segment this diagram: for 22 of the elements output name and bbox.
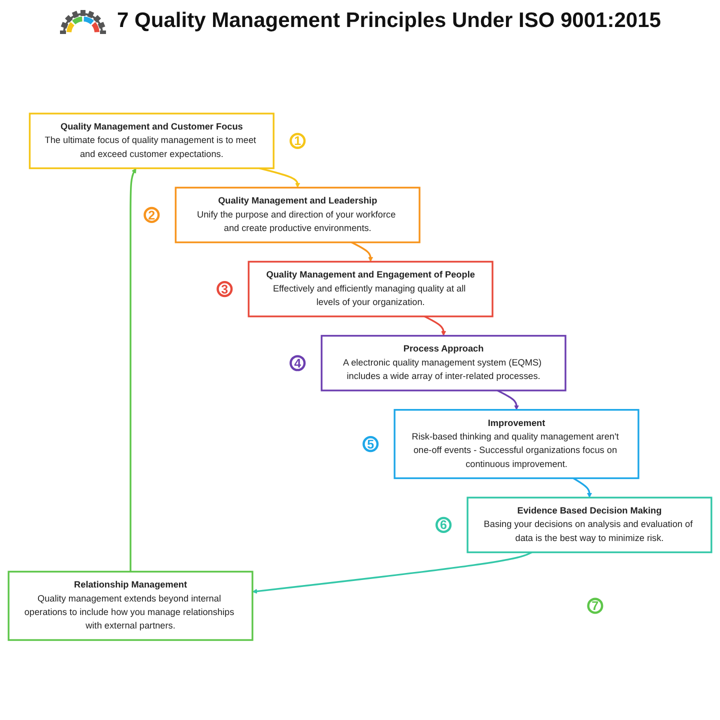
node-circle: 3 (216, 281, 233, 298)
node-circle: 1 (290, 133, 306, 150)
node-box: Quality Management and Engagement of People Effectively and efficiently managing quality at all levels of your organization. (248, 261, 494, 318)
arrow (351, 242, 374, 262)
arrow (252, 552, 532, 594)
node-box: Improvement Risk-based thinking and quality management aren't one-off events - Successful organizations focus on continuous improvement. (394, 409, 640, 480)
arrow (572, 478, 592, 498)
arrow (259, 168, 300, 188)
node-box: Evidence Based Decision Making Basing your decisions on analysis and evaluation of data is the best way to minimize risk. (466, 496, 712, 554)
node-box: Process Approach A electronic quality management system (EQMS) includes a wide array of inter-related processes. (320, 335, 566, 392)
arrow (497, 390, 520, 410)
arrow (130, 168, 136, 572)
arrow (424, 316, 446, 336)
diagram-title: 7 Quality Management Principles Under ISO 9001:2015 (117, 9, 661, 33)
node-box: Quality Management and Customer Focus The ultimate focus of quality management is to meet and exceed customer expectations. (28, 112, 274, 170)
node-circle: 5 (362, 436, 379, 452)
node-circle: 7 (587, 598, 604, 614)
node-box: Quality Management and Leadership Unify the purpose and direction of your workforce and create productive environments. (174, 186, 420, 244)
node-circle: 6 (436, 517, 452, 534)
node-circle: 4 (290, 355, 306, 372)
node-box: Relationship Management Quality management extends beyond internal operations to include how you manage relationships with external partners. (8, 571, 254, 642)
node-circle: 2 (144, 207, 160, 224)
